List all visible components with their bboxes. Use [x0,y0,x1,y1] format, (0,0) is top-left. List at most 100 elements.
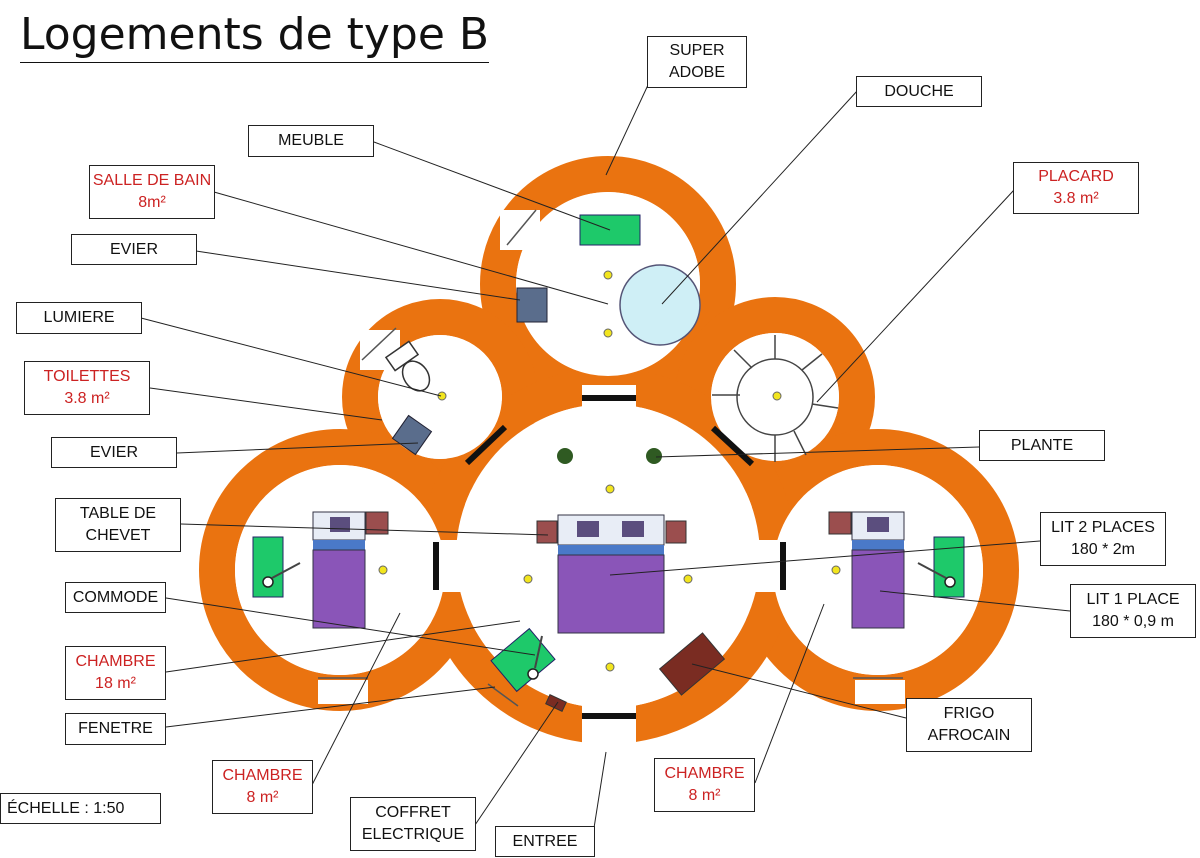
single-bed-right [828,511,905,629]
windows [318,209,903,707]
single-bed-left-pillow [330,517,350,532]
label-salle-de-bain-line2: 8m² [138,194,166,211]
label-lit-2-places-line1: LIT 2 PLACES [1051,519,1155,536]
light-main-2 [523,574,533,584]
label-super-adobe-line2: ADOBE [668,64,725,81]
leader-evier-top [195,250,521,301]
label-evier-top-line1: EVIER [109,240,158,258]
plant-right-icon [646,448,662,464]
single-bed-left-band [313,540,365,550]
toilet-sink [391,414,433,456]
single-bed-left [312,511,389,629]
toilet-seat [401,360,431,392]
scale-label-text: ÉCHELLE : 1:50 [7,799,125,817]
leader-chambre-8-right [754,603,825,784]
light-left-room [378,565,388,575]
label-super-adobe: SUPER ADOBE [647,36,747,88]
single-bed-right-band [852,540,904,550]
dresser-right [933,536,965,598]
page-title: Logements de type B [20,10,490,63]
ceiling-lights [378,270,841,672]
label-fenetre: FENETRE [65,713,166,745]
light-closet [772,391,782,401]
light-main-1 [605,484,615,494]
single-bed-left-nightstand [365,511,389,535]
leader-toilettes [149,387,383,421]
label-toilettes-line2: 3.8 m² [64,390,110,407]
bathroom-sink [516,287,548,323]
label-lit-2-places-line2: 180 * 2m [1070,541,1136,558]
plant-left-icon [557,448,573,464]
closet-shelf-6 [733,349,753,369]
leader-evier-left [176,442,419,454]
dresser-right-tap [917,562,947,579]
label-meuble: MEUBLE [248,125,374,157]
light-main-3 [683,574,693,584]
window-toilet [361,327,397,361]
label-super-adobe-line1: SUPER [669,42,725,59]
label-meuble-line1: MEUBLE [278,132,344,149]
single-bed-left-mattress [312,549,366,629]
label-douche-line1: DOUCHE [884,82,954,100]
opening-bathroom-main [582,385,636,445]
plant-icons [557,448,662,464]
label-placard-line2: 3.8 m² [1053,190,1099,207]
label-lumiere-line1: LUMIERE [43,309,115,326]
light-right-room [831,565,841,575]
leader-coffret [474,701,559,826]
leader-frigo [691,663,907,719]
leader-fenetre [165,686,496,728]
label-commode: COMMODE [65,582,166,613]
leader-meuble [373,141,611,231]
label-toilettes-line1: TOILETTES [43,368,131,385]
double-bed-band [558,545,664,555]
leader-entree [593,751,607,829]
partition-closet [710,425,755,467]
opening-left-window [318,680,368,704]
leader-placard [816,189,1015,403]
label-plante: PLANTE [979,430,1105,461]
leader-lines [140,84,1071,829]
leader-lit-2-places [609,540,1041,576]
dresser-left-basin [262,576,274,588]
nightstand-right [665,520,687,544]
window-bathroom [506,209,537,246]
single-bed-right-pillow [867,517,889,532]
main-dresser-basin [527,668,539,680]
label-coffret-line1: COFFRET [375,804,451,821]
opening-entrance [582,700,636,750]
double-bed-headboard [557,514,665,546]
double-bed [536,514,687,634]
label-evier-left: EVIER [51,437,177,468]
partition-toilet [464,424,508,466]
leader-commode [165,597,536,656]
label-chambre-18-line2: 18 m² [95,675,136,692]
single-bed-right-nightstand [828,511,852,535]
leader-lit-1-place [879,590,1071,612]
single-bed-right-mattress [851,549,905,629]
label-chambre-8-right-line2: 8 m² [688,787,721,804]
partitions [433,395,786,719]
label-frigo-line2: AFROCAIN [927,727,1011,744]
label-chambre-8-left-line2: 8 m² [246,789,279,806]
main-dresser-tap [534,635,543,669]
shower-tray [619,264,701,346]
leader-super-adobe [605,84,649,176]
label-lit-1-place-line2: 180 * 0,9 m [1092,613,1174,630]
label-frigo-line1: FRIGO [943,705,995,722]
light-bathroom-2 [603,328,613,338]
dresser-left [252,536,284,598]
label-table-chevet-line2: CHEVET [85,527,151,544]
label-douche: DOUCHE [856,76,982,107]
leader-douche [661,89,859,305]
leader-chambre-18 [165,620,521,673]
label-commode-line1: COMMODE [72,588,159,606]
leader-table-chevet [180,523,549,536]
label-evier-left-line1: EVIER [89,443,138,461]
light-main-4 [605,662,615,672]
